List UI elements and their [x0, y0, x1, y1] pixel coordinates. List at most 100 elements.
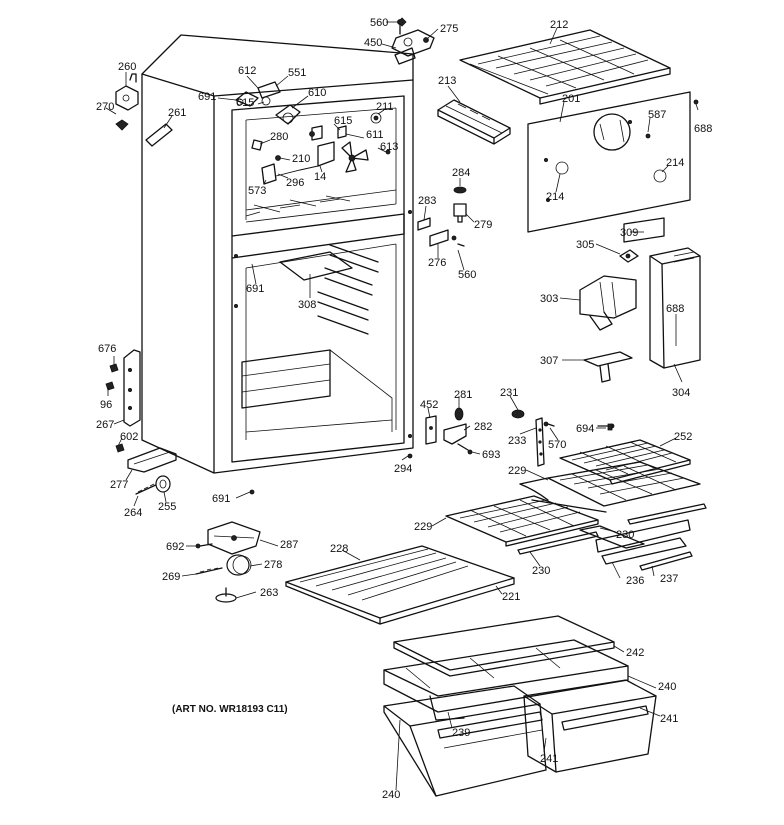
label-602: 602 — [120, 431, 138, 443]
label-279: 279 — [474, 219, 492, 231]
label-263: 263 — [260, 587, 278, 599]
crisper-frame-240 — [383, 639, 629, 721]
label-287: 287 — [280, 539, 298, 551]
shelf-229-right — [519, 461, 701, 513]
leader-lines — [105, 21, 699, 791]
label-615b: 615 — [334, 115, 352, 127]
label-237: 237 — [660, 573, 678, 585]
freezer-shelf-212 — [459, 29, 671, 105]
label-229: 229 — [508, 465, 526, 477]
shelf-252 — [559, 439, 691, 485]
crisper-drawer-right — [523, 679, 657, 773]
label-308: 308 — [298, 299, 316, 311]
control-plate-309 — [619, 217, 665, 263]
label-231: 231 — [500, 387, 518, 399]
label-688b: 688 — [666, 303, 684, 315]
label-284: 284 — [452, 167, 470, 179]
label-278: 278 — [264, 559, 282, 571]
label-275: 275 — [440, 23, 458, 35]
label-252: 252 — [674, 431, 692, 443]
label-270: 270 — [96, 101, 114, 113]
middle-hinge-parts — [425, 407, 473, 455]
label-692: 692 — [166, 541, 184, 553]
ice-tray-213 — [437, 99, 511, 145]
control-housing-303 — [579, 275, 637, 331]
label-212: 212 — [550, 19, 568, 31]
label-233: 233 — [508, 435, 526, 447]
label-229b: 229 — [414, 521, 432, 533]
label-276: 276 — [428, 257, 446, 269]
label-264: 264 — [124, 507, 142, 519]
label-676: 676 — [98, 343, 116, 355]
label-303: 303 — [540, 293, 558, 305]
label-452: 452 — [420, 399, 438, 411]
label-309: 309 — [620, 227, 638, 239]
label-691: 691 — [198, 91, 216, 103]
air-duct-304 — [649, 247, 701, 369]
label-610: 610 — [308, 87, 326, 99]
label-693: 693 — [482, 449, 500, 461]
label-296: 296 — [286, 177, 304, 189]
part-number-labels: 560 275 450 212 260 612 551 691 615 610 … — [96, 17, 712, 801]
label-240b: 240 — [382, 789, 400, 801]
label-230b: 230 — [532, 565, 550, 577]
shelf-229-left — [445, 495, 599, 547]
art-number: (ART NO. WR18193 C11) — [172, 704, 288, 715]
label-239: 239 — [452, 727, 470, 739]
label-255: 255 — [158, 501, 176, 513]
shelf-rails-230 — [517, 503, 707, 571]
label-261: 261 — [168, 107, 186, 119]
label-587: 587 — [648, 109, 666, 121]
label-240: 240 — [658, 681, 676, 693]
label-241b: 241 — [540, 753, 558, 765]
label-560: 560 — [370, 17, 388, 29]
label-241: 241 — [660, 713, 678, 725]
label-96: 96 — [100, 399, 112, 411]
label-551: 551 — [288, 67, 306, 79]
misc-screws — [397, 17, 613, 459]
label-221: 221 — [502, 591, 520, 603]
label-210: 210 — [292, 153, 310, 165]
label-450: 450 — [364, 37, 382, 49]
label-269: 269 — [162, 571, 180, 583]
roller-and-leveler — [195, 554, 252, 603]
label-573: 573 — [248, 185, 266, 197]
label-304: 304 — [672, 387, 690, 399]
label-280: 280 — [270, 131, 288, 143]
label-267: 267 — [96, 419, 114, 431]
lower-hinge-bracket — [105, 349, 255, 495]
label-283: 283 — [418, 195, 436, 207]
leveling-bracket-287 — [195, 521, 261, 555]
label-560b: 560 — [458, 269, 476, 281]
label-282: 282 — [474, 421, 492, 433]
label-277: 277 — [110, 479, 128, 491]
refrigerator-cabinet — [141, 34, 416, 474]
label-691b: 691 — [246, 283, 264, 295]
label-615: 615 — [236, 97, 254, 109]
label-228: 228 — [330, 543, 348, 555]
label-611: 611 — [366, 129, 384, 141]
label-688: 688 — [694, 123, 712, 135]
glass-shelf-228 — [285, 545, 515, 625]
crisper-cover-242 — [393, 615, 615, 677]
label-230: 230 — [616, 529, 634, 541]
freezer-control-parts — [235, 81, 391, 185]
label-260: 260 — [118, 61, 136, 73]
damper-307 — [583, 351, 633, 383]
evaporator-cover-201 — [527, 91, 699, 233]
label-211: 211 — [376, 101, 394, 113]
label-294: 294 — [394, 463, 412, 475]
label-214: 214 — [666, 157, 684, 169]
hinge-pin-parts — [417, 186, 467, 247]
label-281: 281 — [454, 389, 472, 401]
label-236: 236 — [626, 575, 644, 587]
label-214b: 214 — [546, 191, 564, 203]
label-612: 612 — [238, 65, 256, 77]
label-570: 570 — [548, 439, 566, 451]
label-613: 613 — [380, 141, 398, 153]
label-307: 307 — [540, 355, 558, 367]
label-694: 694 — [576, 423, 594, 435]
label-691c: 691 — [212, 493, 230, 505]
